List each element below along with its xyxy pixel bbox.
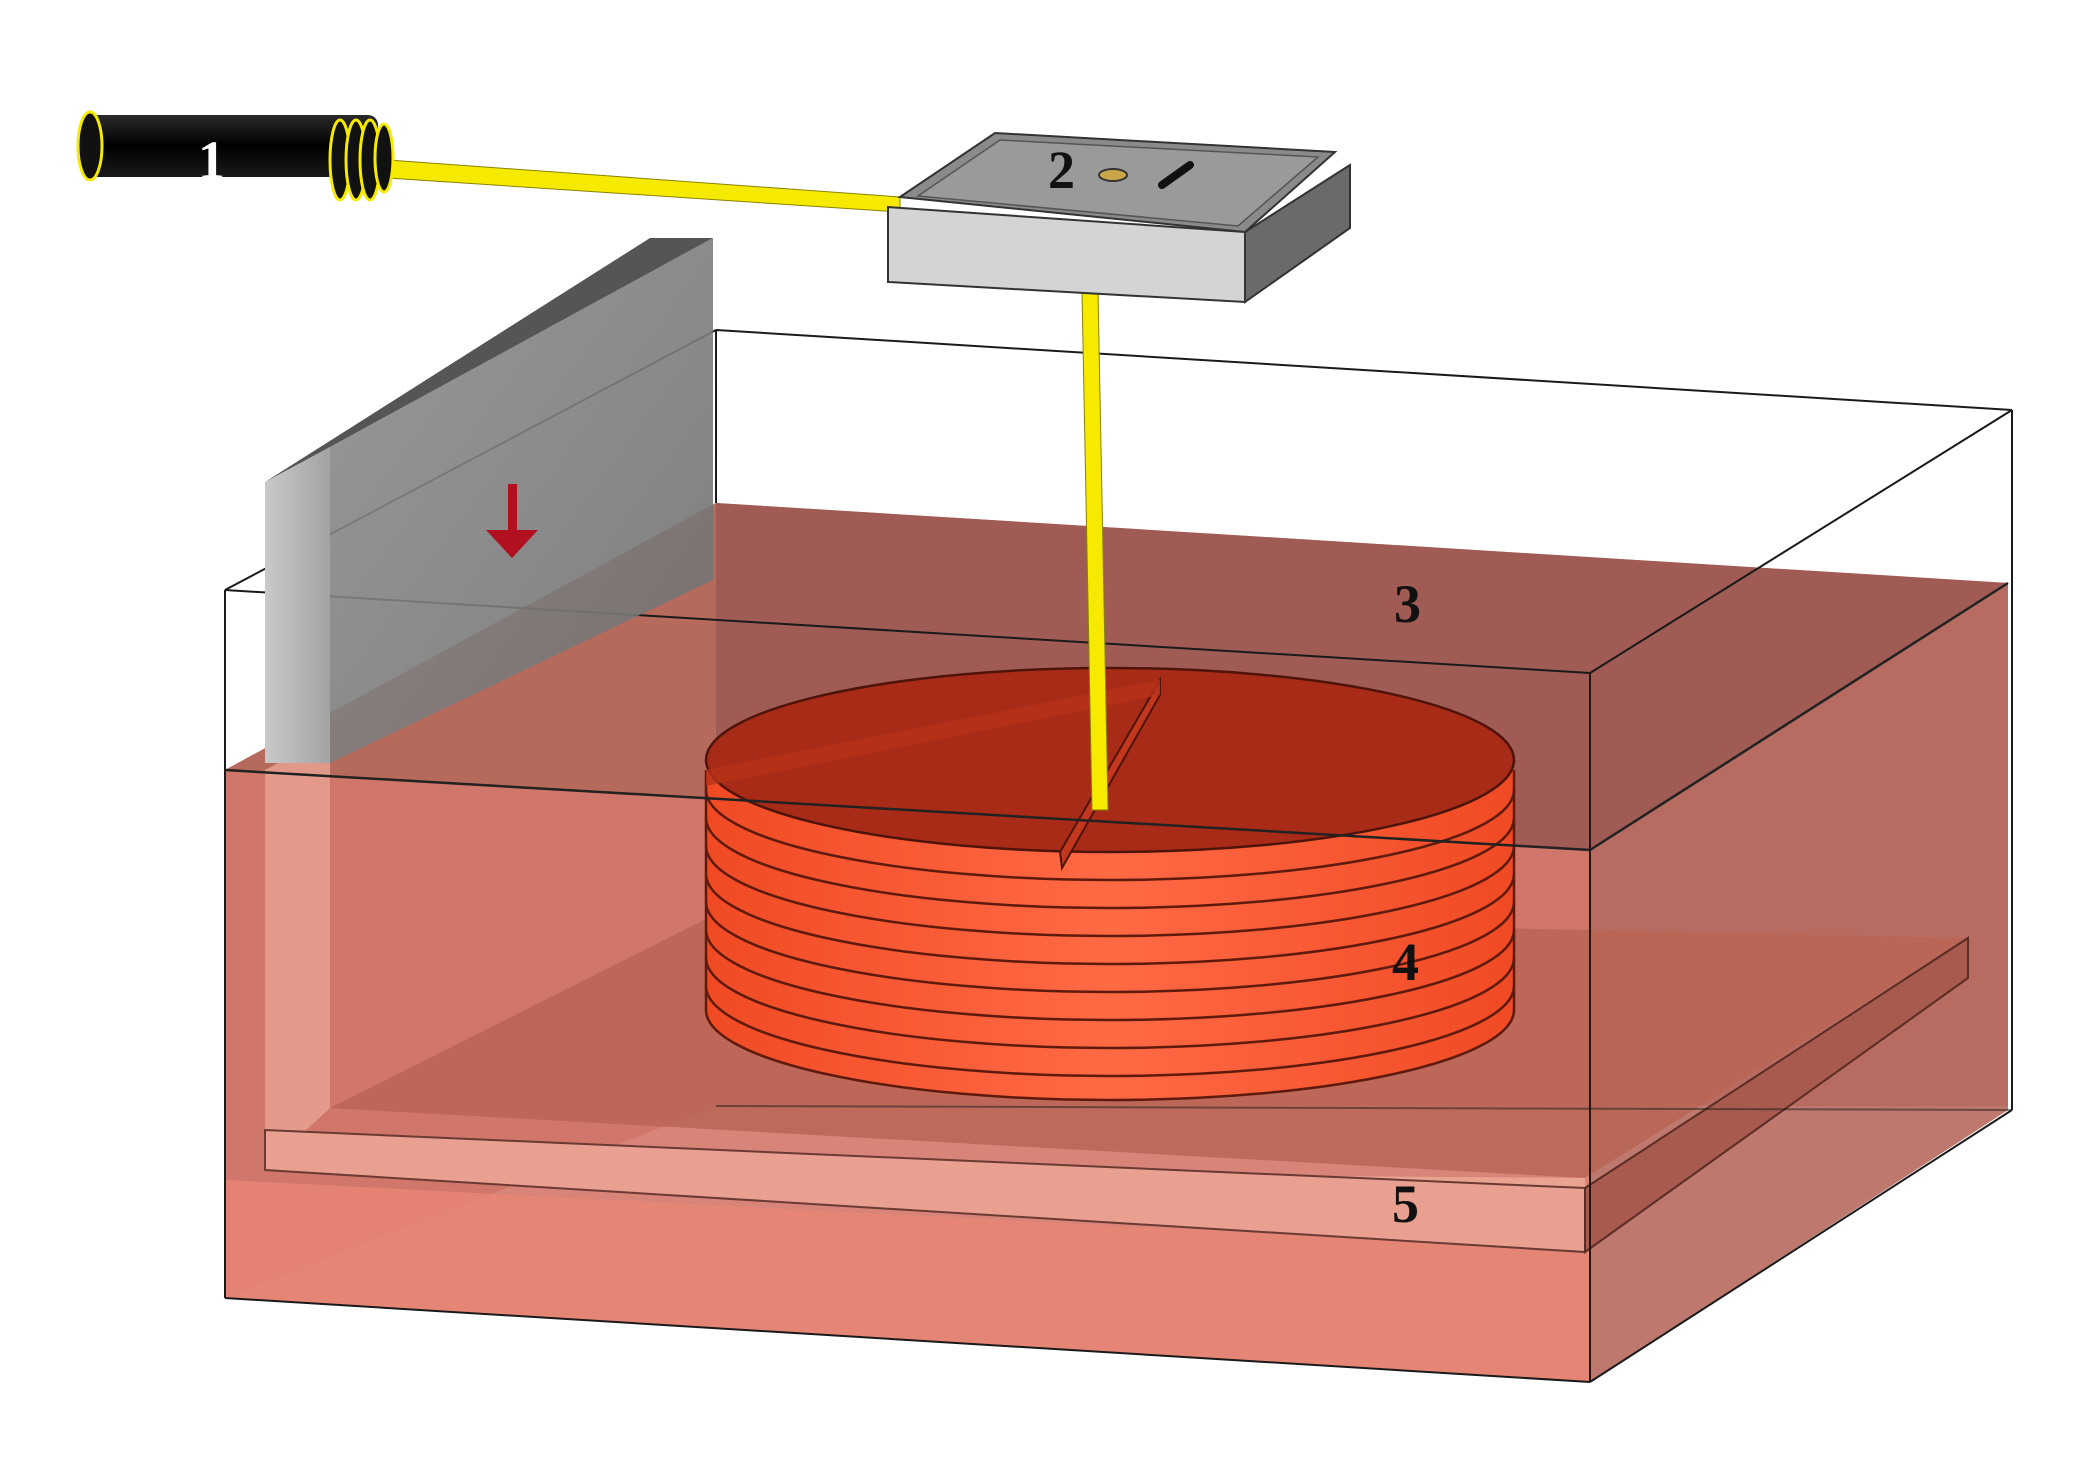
blade-side: [330, 238, 713, 763]
blade-top: [265, 238, 713, 482]
scanner-aperture-icon: [1098, 168, 1128, 182]
callout-4: 4: [1392, 932, 1419, 992]
part-current-layer-step: [706, 680, 1160, 786]
platform-arm: [265, 735, 330, 1168]
platform-right-edge: [1584, 936, 1969, 1254]
down-arrow-icon: [486, 484, 538, 558]
scanner-slot-icon: [1158, 161, 1194, 189]
resin-bottom-band: [225, 1180, 1590, 1382]
scanner-head-icon: 2: [887, 131, 1351, 304]
recoater-blade-icon: [265, 238, 713, 763]
callout-3: 3: [1394, 574, 1421, 634]
laser-rings: [328, 118, 395, 202]
laser-back-cap: [76, 110, 104, 182]
printed-part: [704, 666, 1516, 1102]
scanner-right: [1244, 163, 1351, 304]
part-layer-lines: [704, 770, 1516, 1102]
callout-1: 1: [198, 130, 225, 190]
laser-source-icon: 1: [76, 110, 395, 202]
beam-horizontal: [387, 159, 901, 213]
callout-5: 5: [1392, 1174, 1419, 1234]
part-top-layer: [704, 666, 1516, 854]
laser-body: [88, 115, 378, 177]
blade-front: [265, 447, 330, 763]
scanner-top-inner: [915, 139, 1320, 227]
callout-2: 2: [1048, 140, 1075, 200]
